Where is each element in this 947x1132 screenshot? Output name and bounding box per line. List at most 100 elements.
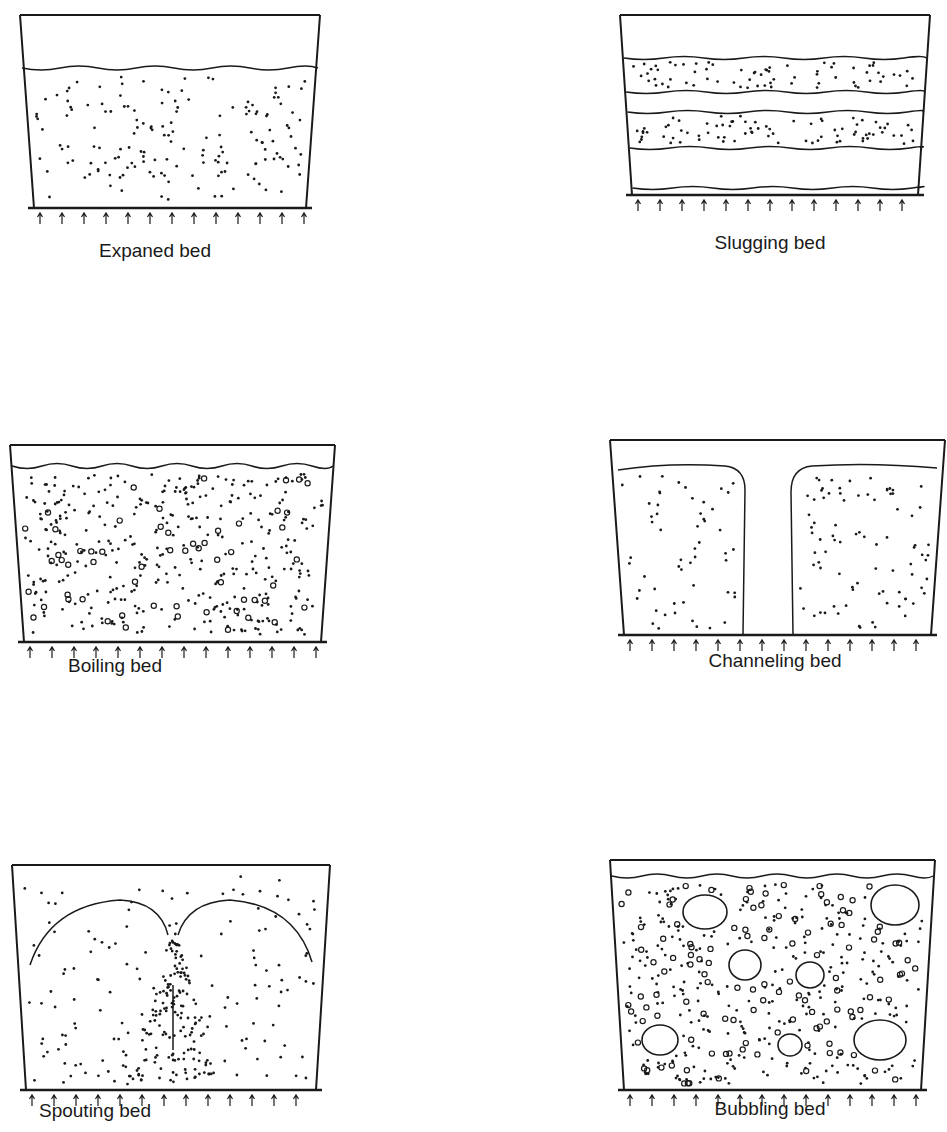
gas-arrow bbox=[834, 200, 839, 211]
particle bbox=[69, 1075, 72, 1078]
particle bbox=[174, 490, 177, 493]
particle bbox=[154, 1010, 157, 1013]
gas-arrow bbox=[826, 640, 831, 651]
particle bbox=[162, 1033, 165, 1036]
particle bbox=[175, 950, 178, 953]
particle bbox=[265, 557, 268, 560]
gas-arrow bbox=[878, 200, 883, 211]
particle bbox=[44, 528, 47, 531]
particle bbox=[276, 895, 279, 898]
particle bbox=[905, 958, 910, 963]
particle bbox=[256, 601, 259, 604]
particle bbox=[226, 162, 229, 165]
particle bbox=[140, 553, 143, 556]
particle bbox=[638, 589, 641, 592]
particle bbox=[639, 947, 644, 952]
particle bbox=[109, 184, 112, 187]
particle bbox=[274, 480, 277, 483]
particle bbox=[194, 1076, 197, 1079]
particle bbox=[154, 1000, 157, 1003]
particle bbox=[920, 485, 923, 488]
particle bbox=[827, 1051, 832, 1056]
particle bbox=[723, 1016, 728, 1021]
particle bbox=[648, 891, 651, 894]
particle bbox=[913, 546, 916, 549]
particle bbox=[677, 887, 680, 890]
particle bbox=[913, 1059, 916, 1062]
particle bbox=[828, 492, 831, 495]
particle bbox=[61, 892, 64, 895]
particle bbox=[644, 1005, 649, 1010]
particle bbox=[838, 917, 841, 920]
particle bbox=[193, 1048, 196, 1051]
particle bbox=[149, 1020, 152, 1023]
particle bbox=[686, 962, 689, 965]
particle bbox=[251, 104, 254, 107]
particle bbox=[819, 611, 822, 614]
distributor-plate bbox=[618, 1089, 927, 1092]
particle bbox=[184, 492, 187, 495]
particle bbox=[646, 1059, 649, 1062]
particle bbox=[232, 573, 235, 576]
particle bbox=[203, 1071, 206, 1074]
particle bbox=[136, 631, 139, 634]
particle bbox=[184, 1071, 187, 1074]
gas-arrow bbox=[658, 200, 663, 211]
particle bbox=[284, 516, 287, 519]
particle bbox=[656, 68, 659, 71]
particle bbox=[837, 911, 840, 914]
particle bbox=[54, 902, 57, 905]
particle bbox=[189, 1034, 192, 1037]
particle bbox=[623, 941, 626, 944]
particle bbox=[836, 134, 839, 137]
particle bbox=[250, 480, 253, 483]
particle bbox=[757, 127, 760, 130]
gas-arrow bbox=[768, 200, 773, 211]
particle bbox=[781, 883, 786, 888]
particle bbox=[631, 932, 634, 935]
particle bbox=[104, 110, 107, 113]
particle bbox=[154, 505, 157, 508]
gas-arrow bbox=[182, 647, 187, 658]
particle bbox=[105, 619, 110, 624]
particle bbox=[805, 930, 810, 935]
particle bbox=[287, 165, 290, 168]
particle bbox=[172, 130, 175, 133]
particle bbox=[233, 629, 236, 632]
particle bbox=[267, 532, 270, 535]
particle bbox=[744, 132, 747, 135]
particle bbox=[686, 131, 689, 134]
particle bbox=[819, 538, 822, 541]
particle bbox=[847, 910, 852, 915]
particle bbox=[165, 992, 168, 995]
particle bbox=[136, 126, 139, 129]
particle bbox=[717, 991, 720, 994]
particle bbox=[196, 546, 199, 549]
particle bbox=[179, 1030, 182, 1033]
particle bbox=[748, 78, 751, 81]
particle bbox=[206, 533, 209, 536]
particle bbox=[199, 495, 202, 498]
particle bbox=[29, 540, 32, 543]
particle bbox=[628, 1029, 631, 1032]
particle bbox=[171, 950, 174, 953]
particle bbox=[632, 65, 635, 68]
particle bbox=[813, 614, 816, 617]
particle bbox=[733, 81, 736, 84]
particle bbox=[262, 598, 267, 603]
particle bbox=[274, 580, 277, 583]
particle bbox=[886, 489, 889, 492]
particle bbox=[626, 890, 631, 895]
particle bbox=[698, 1019, 701, 1022]
particle bbox=[231, 106, 234, 109]
particle bbox=[261, 604, 264, 607]
particle bbox=[904, 615, 907, 618]
particle bbox=[198, 475, 201, 478]
particle bbox=[32, 581, 35, 584]
particle bbox=[268, 129, 271, 132]
particle bbox=[117, 156, 120, 159]
particle bbox=[116, 496, 119, 499]
particle bbox=[200, 955, 203, 958]
gas-arrow bbox=[760, 640, 765, 651]
particle bbox=[271, 583, 276, 588]
